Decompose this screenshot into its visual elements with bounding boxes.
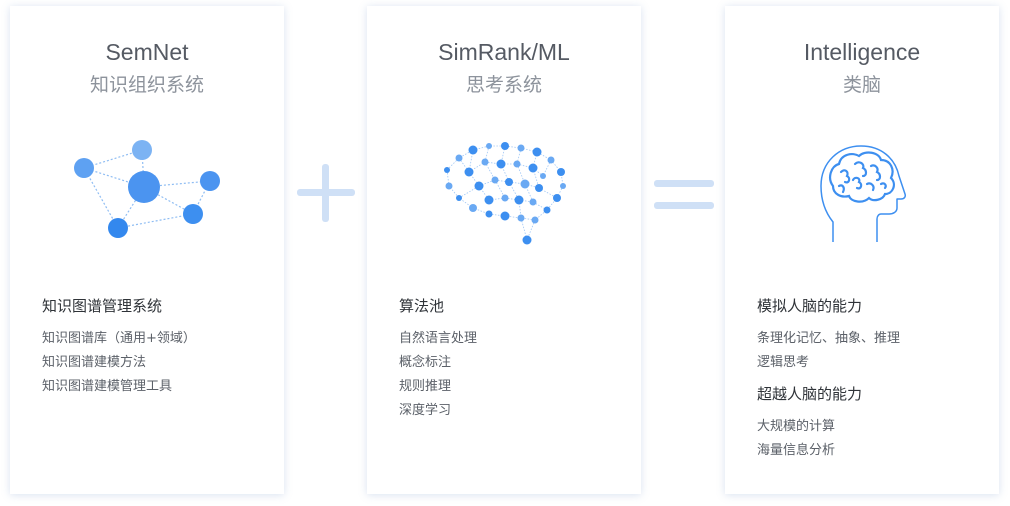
list-item: 知识图谱库（通用+领域） [42, 331, 196, 346]
head-brain-icon [820, 145, 906, 242]
section-heading: 模拟人脑的能力 [757, 297, 863, 315]
list-item: 知识图谱建模管理工具 [42, 379, 173, 394]
feature-list: 条理化记忆、抽象、推理 逻辑思考 [757, 327, 900, 375]
equals-icon [654, 180, 714, 209]
list-item: 海量信息分析 [757, 443, 836, 458]
section-heading: 知识图谱管理系统 [42, 297, 163, 315]
card-title: SimRank/ML [438, 39, 570, 65]
list-item: 条理化记忆、抽象、推理 [757, 331, 901, 346]
feature-list: 自然语言处理 概念标注 规则推理 深度学习 [399, 327, 477, 423]
card-title: SemNet [105, 39, 189, 65]
semnet-card: SemNet 知识组织系统 知识图谱管理系统 知识图谱库（通用+领域） 知识图谱… [10, 6, 284, 494]
section-heading: 超越人脑的能力 [757, 385, 863, 403]
brain-network-icon [444, 142, 566, 245]
card-subtitle: 类脑 [842, 74, 881, 96]
intelligence-card: Intelligence 类脑 模拟人脑的能力 条理化记忆、抽象、推理 逻辑思考… [725, 6, 999, 494]
plus-icon [297, 164, 355, 222]
card-subtitle: 思考系统 [465, 74, 542, 96]
list-item: 深度学习 [399, 403, 452, 418]
list-item: 概念标注 [399, 355, 452, 370]
section-heading: 算法池 [399, 297, 445, 315]
list-item: 知识图谱建模方法 [42, 355, 147, 370]
list-item: 自然语言处理 [399, 331, 478, 346]
card-subtitle: 知识组织系统 [89, 74, 204, 96]
simrank-card: SimRank/ML 思考系统 [367, 6, 641, 494]
list-item: 逻辑思考 [757, 355, 810, 370]
card-title: Intelligence [803, 39, 921, 65]
knowledge-graph-icon [74, 140, 220, 238]
feature-list: 大规模的计算 海量信息分析 [757, 415, 835, 463]
feature-list: 知识图谱库（通用+领域） 知识图谱建模方法 知识图谱建模管理工具 [42, 327, 196, 399]
list-item: 规则推理 [399, 379, 452, 394]
list-item: 大规模的计算 [757, 419, 836, 434]
